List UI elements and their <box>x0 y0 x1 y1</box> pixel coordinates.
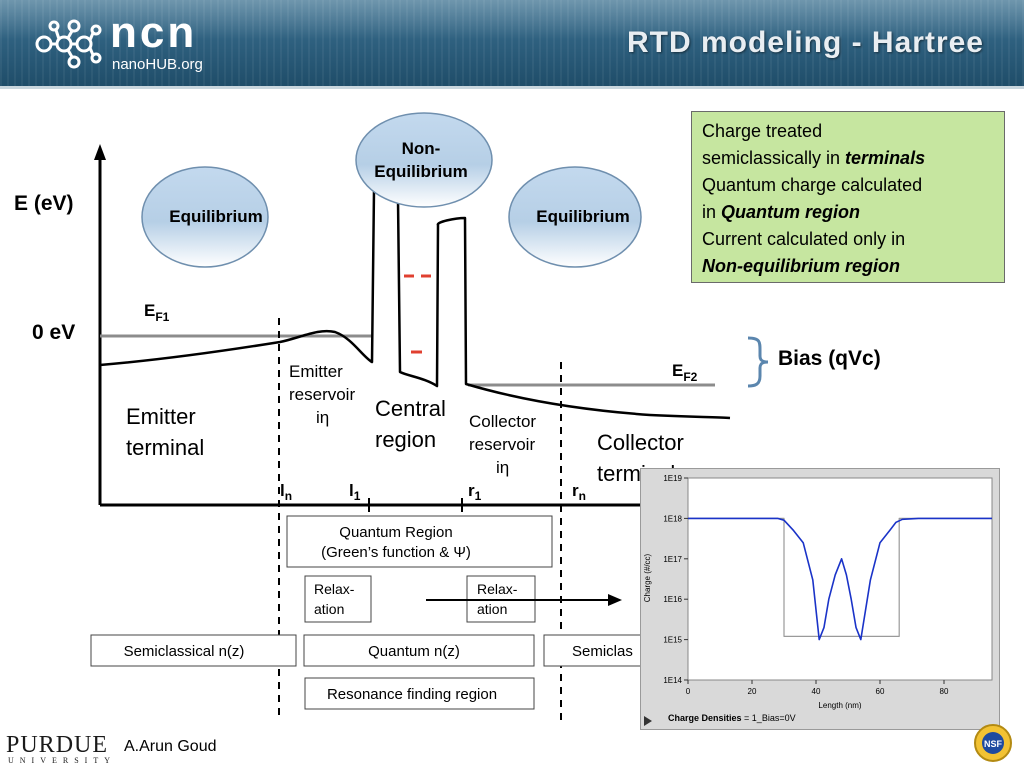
quantum-region-label-2: (Green’s function & Ψ) <box>321 544 471 561</box>
notes-line: semiclassically in terminals <box>702 148 926 168</box>
emitter-reservoir-label-2: reservoir <box>289 385 355 404</box>
equilibrium-bubble-right <box>508 166 642 268</box>
bubble-right-label: Equilibrium <box>536 207 630 226</box>
emitter-terminal-label-1: Emitter <box>126 404 196 429</box>
semiclassical-right-box <box>543 634 655 667</box>
header-texture <box>0 0 1024 86</box>
y-axis-label: E (eV) <box>14 192 74 215</box>
slide-title: RTD modeling - Hartree <box>626 26 984 59</box>
notes-line: in Quantum region <box>702 202 861 222</box>
y-tick-label: 1E14 <box>663 676 682 685</box>
y-ticks: 1E19 1E18 1E17 1E16 1E15 1E14 <box>663 474 688 685</box>
ef1-label: EF1 <box>144 301 170 324</box>
semiclassical-left-label: Semiclassical n(z) <box>124 643 245 660</box>
band-profile-curve <box>99 188 731 420</box>
play-icon[interactable] <box>644 716 652 726</box>
nsf-seal-icon: NSF <box>974 724 1012 762</box>
y-tick-label: 1E19 <box>663 474 682 483</box>
chart-caption: Charge Densities = 1_Bias=0V <box>668 713 796 723</box>
equilibrium-bubble-left <box>141 166 269 268</box>
chart-xlabel: Length (nm) <box>818 701 861 710</box>
relax-left-label-2: ation <box>314 601 344 617</box>
header-glow <box>0 0 1024 40</box>
author-name: A.Arun Goud <box>124 738 217 755</box>
relax-right-label-1: Relax- <box>477 581 518 597</box>
notes-line: Quantum charge calculated <box>702 175 923 195</box>
collector-terminal-label-1: Collector <box>597 430 684 455</box>
chart-series <box>688 517 992 641</box>
semiclassical-left-box <box>90 634 297 667</box>
purdue-logo-subtitle: UNIVERSITY <box>8 756 116 765</box>
relaxation-box-left <box>304 575 372 623</box>
zero-ev-label: 0 eV <box>32 321 75 344</box>
collector-reservoir-label-1: Collector <box>469 412 536 431</box>
x-tick-label: 80 <box>940 687 949 696</box>
relax-left-label-1: Relax- <box>314 581 355 597</box>
x-tick-label: 60 <box>876 687 885 696</box>
emitter-reservoir-label-3: iη <box>316 408 329 427</box>
x-tick-label: 20 <box>748 687 757 696</box>
non-equilibrium-bubble <box>355 112 493 208</box>
central-region-label-1: Central <box>375 396 446 421</box>
bias-brace-icon <box>747 336 769 388</box>
purdue-logo: PURDUE <box>6 732 109 758</box>
x-tick-label: 40 <box>812 687 821 696</box>
bias-label: Bias (qVc) <box>778 347 881 370</box>
notes-box: Charge treated semiclassically in termin… <box>691 111 1005 283</box>
bubble-center-label-2: Equilibrium <box>374 162 468 181</box>
quantum-region-box <box>286 515 553 568</box>
charge-density-chart: 1E19 1E18 1E17 1E16 1E15 1E14 0 20 40 60 80 Charg… <box>643 474 993 726</box>
notes-line: Current calculated only in <box>702 229 906 249</box>
y-tick-label: 1E16 <box>663 595 682 604</box>
y-tick-label: 1E15 <box>663 636 682 645</box>
quantum-nz-box <box>303 634 535 667</box>
flow-arrow-icon <box>608 594 622 606</box>
y-tick-label: 1E17 <box>663 555 682 564</box>
y-tick-label: 1E18 <box>663 514 682 523</box>
ef2-label: EF2 <box>672 361 698 384</box>
marker-r1: r1 <box>468 481 482 503</box>
charge-density-series-line <box>688 517 992 641</box>
quantum-nz-label: Quantum n(z) <box>368 643 460 660</box>
collector-reservoir-label-3: iη <box>496 458 509 477</box>
header-banner: ncn nanoHUB.org RTD modeling - Hartree <box>0 0 1024 86</box>
logo-subtitle: nanoHUB.org <box>112 56 203 73</box>
emitter-terminal-label-2: terminal <box>126 435 204 460</box>
relax-right-label-2: ation <box>477 601 507 617</box>
marker-rn: rn <box>572 481 586 503</box>
bubble-left-label: Equilibrium <box>169 207 263 226</box>
resonance-label: Resonance finding region <box>327 686 497 703</box>
header-divider <box>0 86 1024 89</box>
resonance-box <box>304 677 535 710</box>
y-axis-arrow-icon <box>94 144 106 160</box>
bubble-center-label-1: Non- <box>402 139 441 158</box>
notes-line: Non-equilibrium region <box>702 256 900 276</box>
x-tick-label: 0 <box>686 687 691 696</box>
logo-wordmark: ncn <box>110 8 198 57</box>
marker-ln: ln <box>280 481 292 503</box>
marker-l1: l1 <box>349 481 361 503</box>
semiclassical-right-label: Semiclas <box>572 643 633 660</box>
molecule-logo-icon <box>35 19 102 69</box>
quantum-region-label-1: Quantum Region <box>339 524 452 541</box>
chart-ylabel: Charge (#/cc) <box>643 553 652 602</box>
collector-reservoir-label-2: reservoir <box>469 435 535 454</box>
emitter-reservoir-label-1: Emitter <box>289 362 343 381</box>
svg-text:NSF: NSF <box>984 739 1003 749</box>
x-ticks: 0 20 40 60 80 <box>686 680 949 696</box>
plot-area <box>687 477 993 681</box>
notes-line: Charge treated <box>702 121 823 141</box>
central-region-label-2: region <box>375 427 436 452</box>
